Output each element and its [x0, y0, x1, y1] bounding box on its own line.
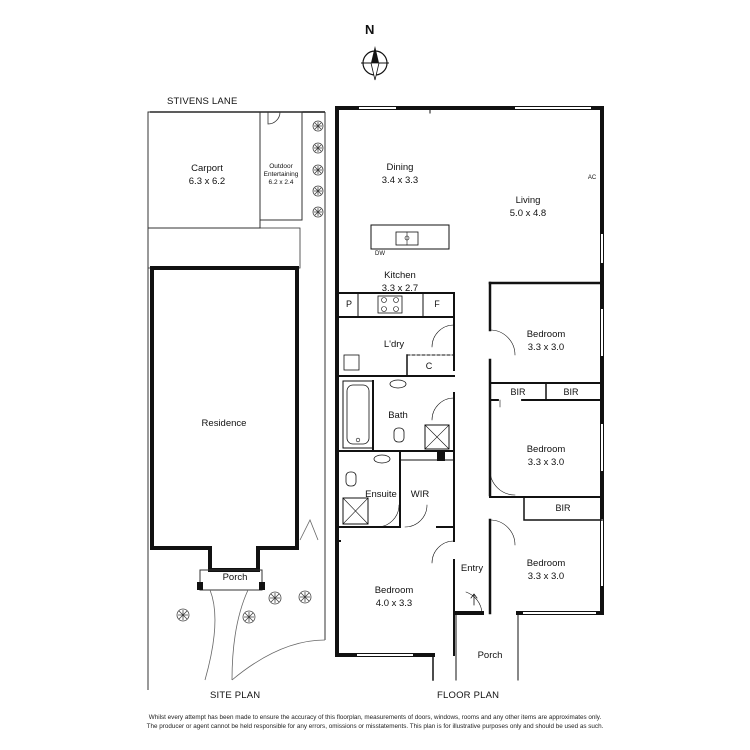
bedroom-1-dims: 3.3 x 3.0 [527, 342, 565, 354]
porch-name: Porch [477, 650, 503, 661]
bir-2-code: BIR [563, 387, 579, 397]
laundry-label: L'dry [372, 333, 416, 352]
bedroom-2-dims: 3.3 x 3.0 [527, 457, 565, 469]
dining-name: Dining [386, 162, 414, 173]
site-plan-title: SITE PLAN [210, 690, 261, 701]
kitchen-name: Kitchen [384, 270, 416, 281]
tree-icon-group [176, 120, 324, 624]
air-conditioner-code: AC [587, 175, 597, 181]
street-name: STIVENS LANE [167, 96, 238, 107]
site-plan [147, 111, 326, 690]
bedroom-2-label: Bedroom 3.3 x 3.0 [514, 438, 578, 469]
master-bedroom-label: Bedroom 4.0 x 3.3 [362, 579, 426, 610]
bedroom-1-label: Bedroom 3.3 x 3.0 [514, 323, 578, 354]
outdoor-dims: 6.2 x 2.4 [268, 178, 294, 186]
bedroom-3-label: Bedroom 3.3 x 3.0 [514, 552, 578, 583]
carport-dims: 6.3 x 6.2 [188, 176, 226, 188]
porch-label: Porch [470, 644, 510, 663]
kitchen-dims: 3.3 x 2.7 [381, 283, 419, 295]
tree-icon [176, 608, 190, 622]
tree-icon [312, 142, 324, 154]
tree-icon [298, 590, 312, 604]
ensuite-name: Ensuite [365, 489, 397, 500]
wir-name: WIR [410, 489, 430, 500]
entry-name: Entry [460, 563, 484, 574]
fridge-code: F [434, 299, 440, 309]
kitchen-label: Kitchen 3.3 x 2.7 [368, 264, 432, 295]
residence-label: Residence [184, 412, 264, 431]
floor-plan-title: FLOOR PLAN [437, 690, 500, 701]
carport-name: Carport [191, 163, 223, 174]
disclaimer: Whilst every attempt has been made to en… [100, 714, 650, 732]
compass-icon [361, 46, 389, 81]
bir-1-code: BIR [510, 387, 526, 397]
dining-dims: 3.4 x 3.3 [381, 175, 419, 187]
bath-label: Bath [378, 404, 418, 423]
bedroom-3-name: Bedroom [526, 558, 566, 569]
master-bedroom-name: Bedroom [374, 585, 414, 596]
dishwasher-code: DW [375, 251, 385, 257]
site-porch-name: Porch [222, 572, 248, 583]
residence-name: Residence [201, 418, 247, 429]
tree-icon [312, 206, 324, 218]
outdoor-name: Outdoor Entertaining [263, 163, 299, 178]
bir-3-code: BIR [555, 503, 571, 513]
master-bedroom-dims: 4.0 x 3.3 [375, 598, 413, 610]
bedroom-1-name: Bedroom [526, 329, 566, 340]
disclaimer-line-2: The producer or agent cannot be held res… [146, 722, 604, 730]
bedroom-2-name: Bedroom [526, 444, 566, 455]
laundry-name: L'dry [383, 339, 405, 350]
tree-icon [312, 164, 324, 176]
tree-icon [268, 591, 282, 605]
tree-icon [312, 120, 324, 132]
tree-icon [242, 610, 256, 624]
north-label: N [365, 22, 375, 37]
entry-label: Entry [456, 557, 488, 576]
bath-name: Bath [388, 410, 408, 421]
carport-label: Carport 6.3 x 6.2 [168, 157, 246, 188]
living-label: Living 5.0 x 4.8 [496, 189, 560, 220]
floor-plan [335, 106, 604, 681]
living-dims: 5.0 x 4.8 [509, 208, 547, 220]
dining-label: Dining 3.4 x 3.3 [368, 156, 432, 187]
wir-label: WIR [405, 483, 435, 502]
disclaimer-line-1: Whilst every attempt has been made to en… [148, 714, 602, 721]
tree-icon [312, 185, 324, 197]
outdoor-label: Outdoor Entertaining 6.2 x 2.4 [261, 163, 301, 186]
bedroom-3-dims: 3.3 x 3.0 [527, 571, 565, 583]
pantry-code: P [345, 299, 352, 309]
ensuite-label: Ensuite [358, 483, 404, 502]
site-porch-label: Porch [210, 566, 260, 585]
cupboard-code: C [425, 361, 433, 371]
living-name: Living [515, 195, 541, 206]
